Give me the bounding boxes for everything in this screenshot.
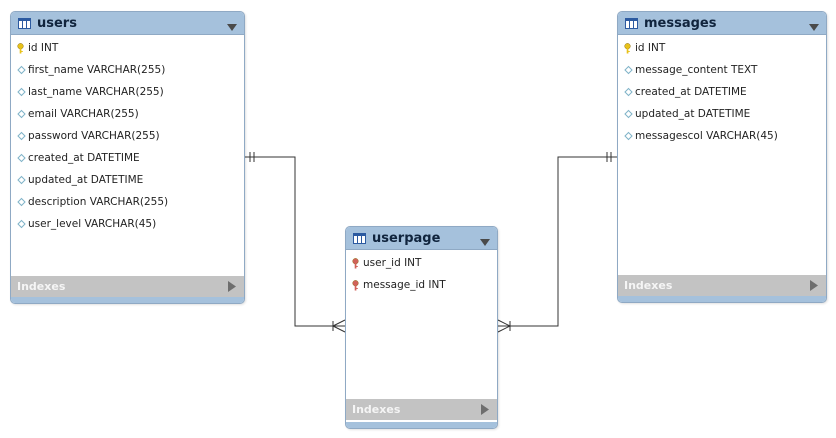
table-userpage[interactable]: userpage user_id INT message_id INT Index… <box>345 226 498 429</box>
column-diamond-icon <box>624 109 633 120</box>
column-label: message_id INT <box>363 279 446 291</box>
column-label: id INT <box>28 42 59 54</box>
column-label: updated_at DATETIME <box>635 108 751 120</box>
table-column[interactable]: user_id INT <box>346 252 497 274</box>
table-column[interactable]: messagescol VARCHAR(45) <box>618 125 826 147</box>
table-column[interactable]: description VARCHAR(255) <box>11 191 244 213</box>
table-column[interactable]: password VARCHAR(255) <box>11 125 244 147</box>
column-diamond-icon <box>17 131 26 142</box>
table-icon <box>18 17 31 29</box>
table-users[interactable]: users id INT first_name VARCHAR(255) last_… <box>10 11 245 304</box>
crow-foot <box>497 319 511 327</box>
column-label: password VARCHAR(255) <box>28 130 160 142</box>
column-diamond-icon <box>17 65 26 76</box>
column-label: message_content TEXT <box>635 64 758 76</box>
column-diamond-icon <box>17 109 26 120</box>
crow-foot <box>332 319 346 327</box>
indexes-label: Indexes <box>17 280 66 293</box>
column-diamond-icon <box>17 87 26 98</box>
table-footer <box>11 297 244 303</box>
column-label: user_level VARCHAR(45) <box>28 218 157 230</box>
column-diamond-icon <box>17 197 26 208</box>
collapse-arrow-icon[interactable] <box>227 17 237 31</box>
table-column[interactable]: id INT <box>618 37 826 59</box>
indexes-label: Indexes <box>624 279 673 292</box>
column-label: user_id INT <box>363 257 422 269</box>
expand-arrow-icon[interactable] <box>810 280 818 291</box>
table-column[interactable]: id INT <box>11 37 244 59</box>
table-footer <box>618 296 826 302</box>
table-footer <box>346 422 497 428</box>
primary-key-icon <box>624 42 633 54</box>
column-list: id INT first_name VARCHAR(255) last_name V… <box>11 35 244 235</box>
table-icon <box>625 17 638 29</box>
column-list: user_id INT message_id INT <box>346 250 497 296</box>
table-column[interactable]: created_at DATETIME <box>11 147 244 169</box>
table-column[interactable]: updated_at DATETIME <box>618 103 826 125</box>
foreign-key-icon <box>352 257 361 269</box>
column-diamond-icon <box>624 131 633 142</box>
table-column[interactable]: created_at DATETIME <box>618 81 826 103</box>
column-list: id INT message_content TEXT created_at DAT… <box>618 35 826 147</box>
indexes-section[interactable]: Indexes <box>618 275 826 296</box>
table-title: users <box>37 15 77 31</box>
table-messages[interactable]: messages id INT message_content TEXT creat… <box>617 11 827 303</box>
table-column[interactable]: email VARCHAR(255) <box>11 103 244 125</box>
column-diamond-icon <box>624 87 633 98</box>
column-label: last_name VARCHAR(255) <box>28 86 164 98</box>
table-column[interactable]: message_content TEXT <box>618 59 826 81</box>
column-label: email VARCHAR(255) <box>28 108 139 120</box>
column-label: created_at DATETIME <box>635 86 747 98</box>
column-diamond-icon <box>17 153 26 164</box>
column-label: created_at DATETIME <box>28 152 140 164</box>
column-diamond-icon <box>624 65 633 76</box>
relationship-users-userpage[interactable] <box>245 152 346 333</box>
table-title: messages <box>644 15 717 31</box>
table-title: userpage <box>372 230 441 246</box>
column-label: description VARCHAR(255) <box>28 196 169 208</box>
foreign-key-icon <box>352 279 361 291</box>
crow-foot <box>332 325 346 333</box>
table-column[interactable]: last_name VARCHAR(255) <box>11 81 244 103</box>
table-icon <box>353 232 366 244</box>
column-diamond-icon <box>17 175 26 186</box>
table-header[interactable]: users <box>11 12 244 35</box>
collapse-arrow-icon[interactable] <box>480 232 490 246</box>
table-header[interactable]: userpage <box>346 227 497 250</box>
expand-arrow-icon[interactable] <box>481 404 489 415</box>
indexes-label: Indexes <box>352 403 401 416</box>
crow-foot <box>497 325 511 333</box>
column-label: id INT <box>635 42 666 54</box>
column-diamond-icon <box>17 219 26 230</box>
expand-arrow-icon[interactable] <box>228 281 236 292</box>
table-column[interactable]: first_name VARCHAR(255) <box>11 59 244 81</box>
column-label: first_name VARCHAR(255) <box>28 64 166 76</box>
column-label: messagescol VARCHAR(45) <box>635 130 778 142</box>
indexes-section[interactable]: Indexes <box>11 276 244 297</box>
table-header[interactable]: messages <box>618 12 826 35</box>
relationship-messages-userpage[interactable] <box>497 152 617 333</box>
indexes-section[interactable]: Indexes <box>346 399 497 420</box>
table-column[interactable]: updated_at DATETIME <box>11 169 244 191</box>
primary-key-icon <box>17 42 26 54</box>
table-column[interactable]: user_level VARCHAR(45) <box>11 213 244 235</box>
column-label: updated_at DATETIME <box>28 174 144 186</box>
collapse-arrow-icon[interactable] <box>809 17 819 31</box>
table-column[interactable]: message_id INT <box>346 274 497 296</box>
